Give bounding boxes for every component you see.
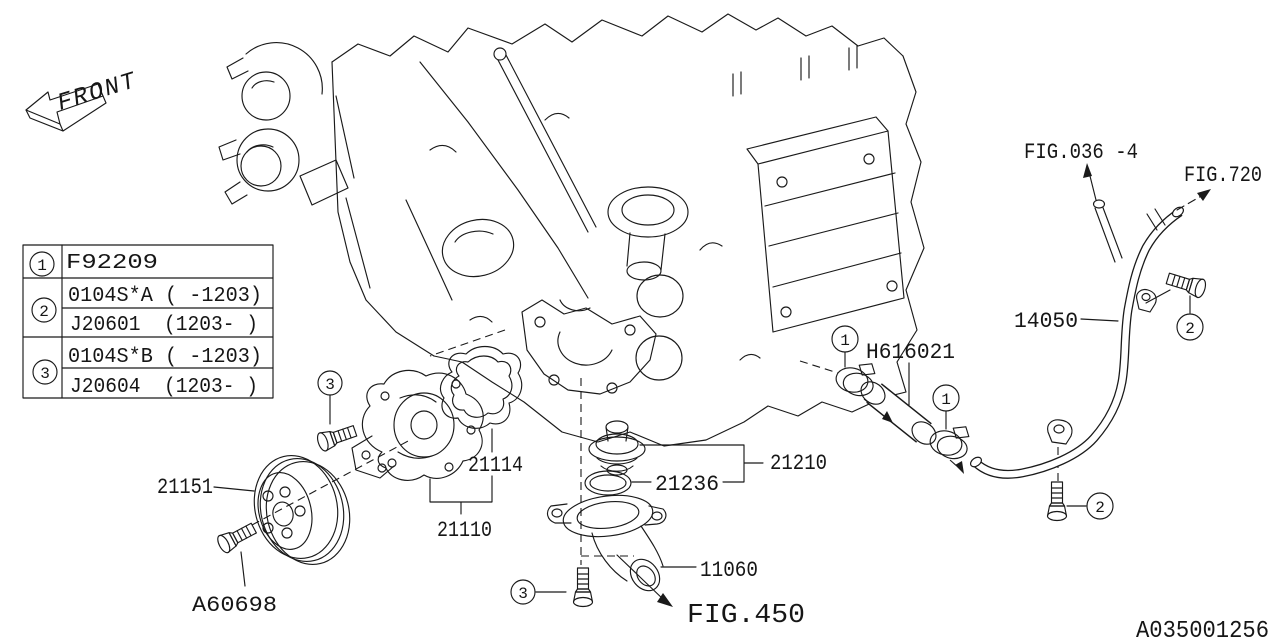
engine-block-line-art bbox=[218, 13, 925, 447]
front-arrow-extrude bbox=[25, 95, 107, 132]
callout-num-3a: 3 bbox=[325, 376, 335, 394]
pipe-lower-clip bbox=[1047, 419, 1073, 445]
fig-ref-036: FIG.036 -4 bbox=[1024, 140, 1138, 165]
label-hose: H616021 bbox=[866, 340, 955, 365]
pulley-bolt-drawing bbox=[214, 519, 259, 556]
thermostat-oring-drawing bbox=[584, 470, 632, 496]
pipe-lower-bolt-drawing bbox=[1046, 481, 1068, 522]
callout-pipe-bolt-upper: 2 bbox=[1176, 313, 1204, 341]
label-pump-gasket: 21114 bbox=[468, 453, 523, 478]
water-outlet-drawing bbox=[546, 494, 667, 592]
pipe-upper-bolt-drawing bbox=[1164, 268, 1209, 300]
legend-code-f92209: F92209 bbox=[66, 252, 158, 275]
label-thermostat: 21210 bbox=[770, 451, 827, 476]
legend-code-0104sb: 0104S*B ( -1203) bbox=[68, 346, 262, 369]
fig-ref-450: FIG.450 bbox=[687, 601, 805, 631]
legend-table: 1 2 3 F92209 0104S*A ( -1203) J20601 (12… bbox=[22, 244, 274, 399]
figure-references: FIG.036 -4 FIG.720 FIG.450 bbox=[687, 140, 1262, 631]
outlet-bolt-drawing bbox=[572, 567, 594, 608]
drawing-number: A035001256 bbox=[1136, 618, 1269, 640]
legend-code-0104sa: 0104S*A ( -1203) bbox=[68, 285, 262, 308]
front-direction-arrow: FRONT bbox=[25, 68, 141, 132]
callout-num-2b: 2 bbox=[1095, 499, 1105, 517]
front-arrow-outline bbox=[25, 83, 104, 125]
legend-code-j20604: J20604 (1203- ) bbox=[70, 376, 258, 399]
callout-num-3b: 3 bbox=[518, 585, 528, 603]
legend-ref-2: 2 bbox=[39, 303, 49, 321]
callout-num-1a: 1 bbox=[840, 332, 850, 350]
legend-ref-3: 3 bbox=[40, 365, 50, 383]
label-pulley: 21151 bbox=[157, 475, 213, 500]
callout-hose-clamp-front: 1 bbox=[831, 325, 859, 353]
water-pump-drawing bbox=[351, 369, 484, 481]
callout-pump-bolt: 3 bbox=[317, 370, 343, 396]
label-water-pipe: 14050 bbox=[1014, 309, 1078, 334]
fig-ref-720: FIG.720 bbox=[1184, 163, 1262, 188]
callout-pipe-bolt-lower: 2 bbox=[1086, 492, 1114, 520]
label-water-pump: 21110 bbox=[437, 518, 492, 543]
callout-num-2a: 2 bbox=[1185, 320, 1195, 338]
water-pipe-drawing bbox=[970, 199, 1184, 479]
pulley-drawing bbox=[253, 455, 351, 565]
legend-ref-1-circle bbox=[29, 251, 55, 277]
front-label: FRONT bbox=[54, 68, 140, 118]
thermostat-drawing bbox=[588, 420, 646, 476]
callouts: 1 1 2 2 3 3 bbox=[317, 313, 1204, 605]
label-thermostat-gasket: 21236 bbox=[655, 472, 719, 497]
arrowheads bbox=[657, 163, 1211, 607]
callout-hose-clamp-rear: 1 bbox=[932, 384, 960, 412]
callout-outlet-bolt: 3 bbox=[510, 579, 536, 605]
legend-ref-2-circle bbox=[31, 297, 57, 323]
hose-drawing bbox=[860, 381, 937, 445]
part-labels: 21151 A60698 21114 21110 21236 21210 110… bbox=[157, 309, 1078, 618]
label-water-outlet: 11060 bbox=[700, 558, 758, 583]
legend-code-j20601: J20601 (1203- ) bbox=[70, 314, 258, 337]
legend-ref-3-circle bbox=[32, 359, 58, 385]
legend-ref-1: 1 bbox=[37, 257, 47, 275]
callout-num-1b: 1 bbox=[941, 391, 951, 409]
leader-lines bbox=[213, 171, 1204, 602]
pump-gasket-drawing bbox=[440, 345, 523, 429]
label-pulley-bolt: A60698 bbox=[192, 593, 277, 618]
pipe-upper-clip bbox=[1136, 288, 1157, 313]
